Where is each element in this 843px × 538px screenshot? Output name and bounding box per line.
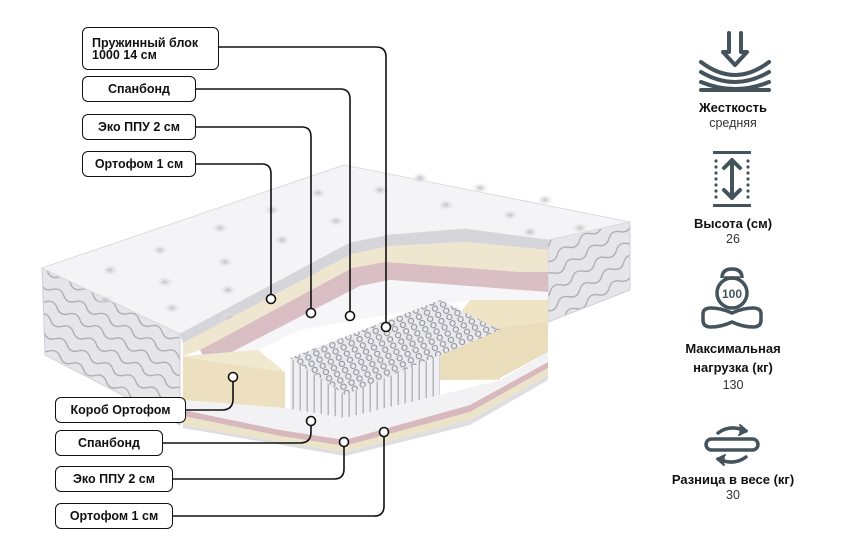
weight-difference-icon xyxy=(704,424,760,466)
label-ortofom-bottom: Ортофом 1 см xyxy=(55,503,173,529)
label-ortofom-top: Ортофом 1 см xyxy=(82,151,196,177)
label-text: Спанбонд xyxy=(108,82,170,96)
leader-ortofom-top xyxy=(195,163,272,294)
feature-firmness-title: Жесткость xyxy=(698,100,768,115)
layer-spanbond-top xyxy=(232,280,548,352)
cover-cut-edge xyxy=(180,229,548,343)
feature-max-load-title-line1: Максимальная xyxy=(685,341,781,356)
layer-eco-ppu-top xyxy=(200,262,548,360)
dot-box-ortofom xyxy=(227,371,239,383)
feature-weight-difference-title: Разница в весе (кг) xyxy=(671,472,795,487)
feature-firmness-value: средняя xyxy=(709,116,757,130)
label-text: Эко ППУ 2 см xyxy=(98,120,180,134)
label-text: Эко ППУ 2 см xyxy=(73,472,155,486)
label-text: Ортофом 1 см xyxy=(94,157,184,171)
leader-dots xyxy=(227,293,392,448)
label-spring-block-line1: Пружинный блок xyxy=(92,35,199,50)
label-spanbond-top: Спанбонд xyxy=(82,76,196,102)
label-eco-ppu-bottom: Эко ППУ 2 см xyxy=(55,466,173,492)
dot-eco-ppu-bottom xyxy=(338,436,350,448)
max-load-icon-text: 100 xyxy=(722,287,742,301)
layer-spanbond-bottom xyxy=(183,352,548,440)
dot-ortofom-top xyxy=(265,293,277,305)
leader-box-ortofom xyxy=(185,382,234,411)
layer-ortofom-bottom xyxy=(183,368,548,452)
feature-height-value: 26 xyxy=(726,232,740,246)
label-text: Спанбонд xyxy=(78,436,140,450)
label-box-ortofom: Короб Ортофом xyxy=(55,397,186,423)
max-load-icon: 100 xyxy=(701,267,763,329)
spring-block-top xyxy=(290,300,500,395)
dot-spring-block xyxy=(380,321,392,333)
firmness-icon xyxy=(699,31,771,92)
label-eco-ppu-top: Эко ППУ 2 см xyxy=(82,114,196,140)
label-text: Ортофом 1 см xyxy=(69,509,159,523)
leader-ortofom-bottom xyxy=(172,437,385,517)
foam-box-left xyxy=(183,350,285,372)
leader-spring-block xyxy=(218,46,387,322)
leader-eco-ppu-top xyxy=(195,126,312,308)
feature-weight-difference-value: 30 xyxy=(726,488,740,502)
leader-lines xyxy=(162,46,387,517)
cover-tufts xyxy=(96,172,589,324)
layer-ortofom-top xyxy=(183,242,548,356)
dot-eco-ppu-top xyxy=(305,307,317,319)
leader-eco-ppu-bottom xyxy=(172,447,345,480)
feature-firmness: Жесткость средняя xyxy=(648,100,818,130)
label-spring-block-line2: 1000 14 см xyxy=(92,47,157,62)
feature-height-title: Высота (см) xyxy=(693,216,773,231)
feature-weight-difference: Разница в весе (кг) 30 xyxy=(648,472,818,502)
height-icon xyxy=(713,151,751,207)
leader-spanbond-bottom xyxy=(162,426,312,444)
dot-spanbond-bottom xyxy=(305,415,317,427)
label-text: Короб Ортофом xyxy=(70,403,171,417)
feature-max-load-title-line2: нагрузка (кг) xyxy=(693,360,773,375)
dot-spanbond-top xyxy=(344,310,356,322)
layer-eco-ppu-bottom xyxy=(183,362,548,446)
feature-max-load-value: 130 xyxy=(722,378,744,392)
label-spanbond-bottom: Спанбонд xyxy=(55,430,163,456)
spring-block-side xyxy=(290,358,345,418)
mattress-illustration xyxy=(40,164,631,456)
spring-block-front xyxy=(345,355,440,418)
feature-max-load: Максимальная нагрузка (кг) 130 xyxy=(648,341,818,392)
leader-spanbond-top xyxy=(195,88,351,311)
dot-ortofom-bottom xyxy=(378,426,390,438)
feature-height: Высота (см) 26 xyxy=(648,216,818,246)
label-spring-block: Пружинный блок 1000 14 см xyxy=(82,27,219,70)
